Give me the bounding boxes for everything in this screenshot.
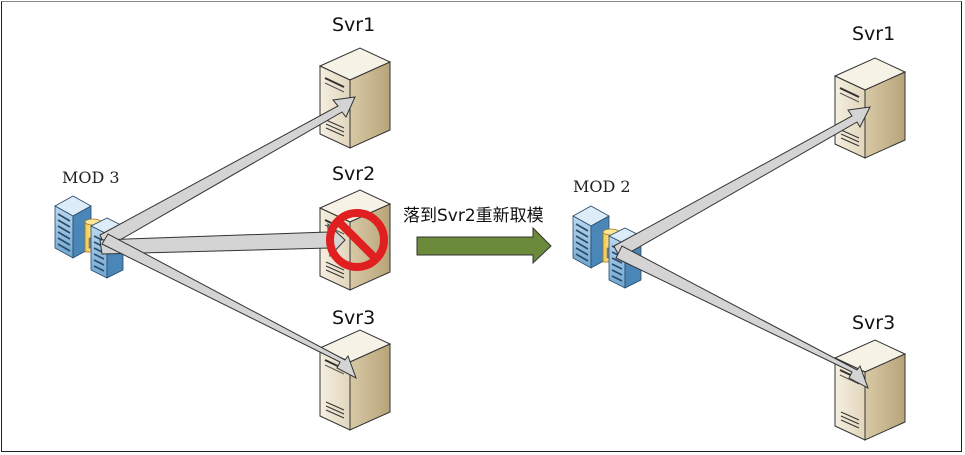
server-svr1-right: Svr1: [834, 23, 906, 159]
server-svr2-left: Svr2: [319, 163, 391, 291]
transition: 落到Svr2重新取模: [403, 206, 552, 265]
transition-arrow: [416, 226, 552, 265]
server-label: Svr3: [852, 312, 895, 334]
forbidden-icon: [326, 209, 388, 271]
server-label: Svr3: [332, 307, 375, 329]
request-arrow-to-svr3-right: [615, 245, 869, 390]
server-svr3-right: Svr3: [834, 312, 906, 441]
server-label: Svr1: [852, 23, 895, 45]
server-label: Svr2: [332, 163, 375, 185]
left-panel: MOD 3 Svr1 Svr2 Svr3: [54, 14, 391, 431]
right-panel: MOD 2 Svr1 Svr3: [572, 23, 906, 441]
server-svr3-left: Svr3: [319, 307, 391, 431]
server-icon: [834, 339, 906, 441]
server-svr1-left: Svr1: [319, 14, 391, 149]
server-icon: [319, 329, 391, 431]
request-arrow-to-svr1: [99, 96, 356, 249]
transition-label: 落到Svr2重新取模: [403, 206, 544, 226]
router-label-left: MOD 3: [62, 168, 120, 187]
server-label: Svr1: [332, 14, 375, 36]
router-label-right: MOD 2: [573, 177, 631, 196]
request-arrow-to-svr3: [101, 233, 357, 380]
request-arrow-to-svr1-right: [613, 106, 871, 259]
